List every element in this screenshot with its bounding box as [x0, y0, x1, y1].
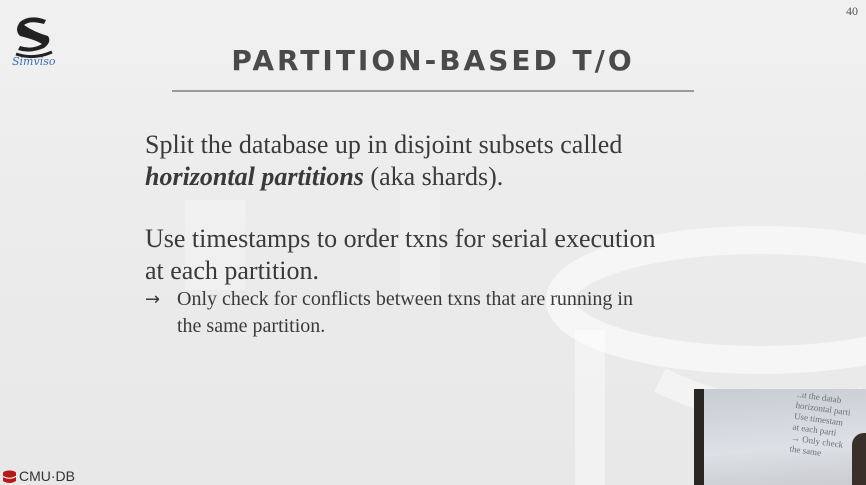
paragraph-partitions-line2: (aka shards).: [363, 162, 504, 191]
lecturer-figure: [852, 433, 866, 485]
paragraph-partitions-line1: Split the database up in disjoint subset…: [145, 130, 623, 159]
bullet-conflicts-line1: Only check for conflicts between txns th…: [177, 288, 633, 310]
paragraph-partitions: Split the database up in disjoint subset…: [145, 129, 745, 193]
video-dark-edge: [694, 389, 704, 485]
video-projected-text: ..ıt the datab horizontal parti Use time…: [789, 389, 853, 462]
cmu-db-label: CMU·DB: [19, 468, 75, 484]
simviso-logo-text: Simviso: [12, 55, 56, 68]
paragraph-timestamps-line1: Use timestamps to order txns for serial …: [145, 224, 656, 253]
video-projection-screen: [704, 389, 866, 485]
lecture-video-overlay: ..ıt the datab horizontal parti Use time…: [694, 389, 866, 485]
paragraph-timestamps: Use timestamps to order txns for serial …: [145, 223, 745, 287]
cmu-db-logo: CMU·DB: [2, 468, 75, 484]
database-icon: [2, 470, 17, 484]
arrow-right-icon: →: [145, 289, 161, 310]
bullet-conflicts-line2: the same partition.: [177, 315, 326, 337]
bullet-conflicts: → Only check for conflicts between txns …: [145, 286, 745, 340]
horizontal-partitions-term: horizontal partitions: [145, 162, 364, 191]
slide-title: PARTITION-BASED T/O: [231, 44, 635, 77]
slide-number: 40: [846, 4, 858, 18]
paragraph-timestamps-line2: at each partition.: [145, 256, 319, 285]
title-underline: [172, 90, 694, 92]
simviso-logo-icon: [15, 17, 53, 59]
